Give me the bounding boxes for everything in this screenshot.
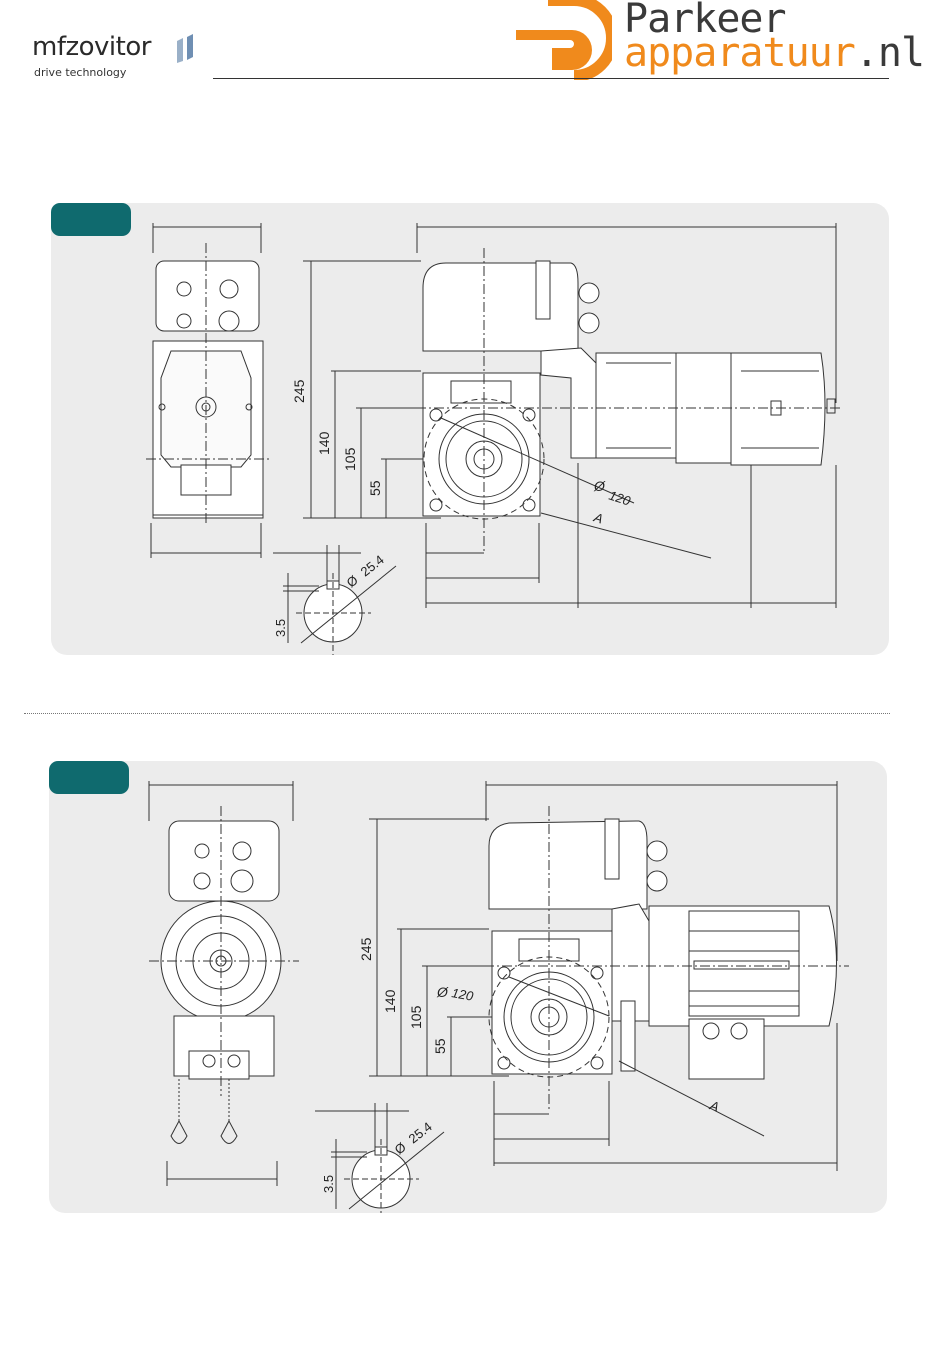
technical-drawing-2: 245 140 105 55 Ø 120 A Ø 25.4 3.5 — [49, 761, 887, 1213]
brand-logo-icon — [175, 33, 199, 63]
diameter-symbol: Ø — [593, 478, 606, 494]
front-view-1 — [146, 223, 271, 558]
dim-245-label-2: 245 — [358, 937, 374, 961]
brand-name: mfzovitor — [32, 32, 151, 62]
side-view-2 — [484, 806, 849, 1136]
header-divider — [213, 78, 889, 79]
vertical-dimensions-1 — [303, 261, 441, 518]
dim-105-label-2: 105 — [408, 1005, 424, 1029]
section-separator — [24, 713, 890, 714]
site-name-tld: .nl — [855, 30, 924, 76]
site-name-line2: apparatuur.nl — [624, 30, 924, 76]
side-view-1 — [416, 248, 841, 558]
detail-a-label-2: A — [707, 1097, 721, 1114]
front-view-2 — [149, 781, 299, 1186]
dim-diameter-label-2: 120 — [450, 985, 475, 1004]
dim-140-label-2: 140 — [382, 989, 398, 1013]
shaft-diameter-label: 25.4 — [358, 552, 387, 579]
dim-105-label: 105 — [342, 447, 358, 471]
dim-245-label: 245 — [291, 379, 307, 403]
detail-a-label: A — [591, 509, 605, 526]
dim-55-label: 55 — [367, 480, 383, 496]
dim-diameter-label: 120 — [607, 488, 633, 509]
dim-140-label: 140 — [316, 431, 332, 455]
technical-drawing-1: 245 140 105 55 Ø 120 A Ø 25.4 3.5 — [51, 203, 889, 655]
diameter-symbol-2: Ø — [436, 984, 449, 1000]
key-depth-label-2: 3.5 — [321, 1175, 336, 1193]
vertical-dimensions-2 — [369, 819, 509, 1076]
parkeerapparatuur-logo-icon — [512, 0, 612, 80]
brand-tagline: drive technology — [34, 66, 126, 79]
shaft-diameter-label-2: 25.4 — [406, 1119, 435, 1146]
site-name-main: apparatuur — [624, 30, 855, 76]
key-depth-label: 3.5 — [273, 619, 288, 637]
dim-55-label-2: 55 — [432, 1038, 448, 1054]
